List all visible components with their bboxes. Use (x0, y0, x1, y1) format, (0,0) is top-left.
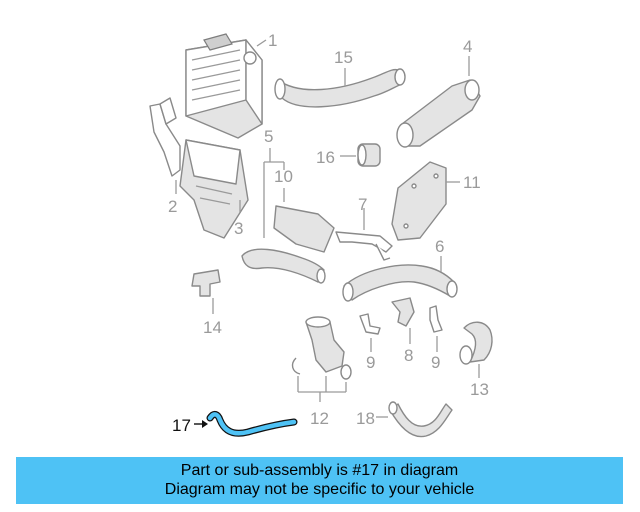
label-17: 17 (172, 416, 191, 435)
label-9-left: 9 (366, 353, 375, 372)
part-7-bracket[interactable] (335, 231, 393, 261)
label-8: 8 (404, 346, 413, 365)
part-1-intercooler[interactable] (185, 33, 263, 139)
label-5: 5 (264, 127, 273, 146)
label-14: 14 (203, 318, 222, 337)
part-9-clip-right[interactable] (429, 305, 443, 333)
label-2: 2 (168, 197, 177, 216)
part-3-airbox[interactable] (179, 139, 249, 239)
part-8-clip[interactable] (391, 297, 415, 327)
label-6: 6 (435, 237, 444, 256)
label-3: 3 (234, 219, 243, 238)
part-16-coupler[interactable] (357, 143, 381, 167)
label-7: 7 (358, 195, 367, 214)
part-14-sensor[interactable] (191, 269, 221, 297)
part-11-heat-shield[interactable] (391, 161, 447, 241)
part-18-hose[interactable] (388, 401, 453, 438)
label-16: 16 (316, 148, 335, 167)
banner-line-1: Part or sub-assembly is #17 in diagram (180, 462, 459, 479)
label-1: 1 (268, 31, 277, 50)
part-6-hose[interactable] (342, 264, 458, 302)
part-17-hose-highlighted[interactable] (206, 410, 298, 437)
label-10: 10 (274, 167, 293, 186)
info-banner: Part or sub-assembly is #17 in diagram D… (16, 457, 623, 504)
part-5-hose[interactable] (241, 248, 326, 284)
label-11: 11 (463, 173, 481, 192)
label-9-right: 9 (431, 353, 440, 372)
part-15-hose[interactable] (274, 68, 406, 108)
part-13-elbow[interactable] (459, 321, 493, 365)
label-4: 4 (463, 37, 472, 56)
label-13: 13 (470, 380, 489, 399)
part-10-shield[interactable] (273, 205, 335, 253)
part-4-intake-tube[interactable] (396, 79, 481, 148)
label-15: 15 (334, 48, 353, 67)
part-9-clip-left[interactable] (359, 313, 381, 335)
banner-line-2: Diagram may not be specific to your vehi… (164, 481, 475, 498)
label-12: 12 (310, 409, 329, 428)
label-18: 18 (356, 409, 375, 428)
part-2-bracket[interactable] (149, 97, 181, 177)
parts-diagram: 1 2 3 15 4 16 11 (149, 31, 493, 438)
part-12-resonator[interactable] (291, 316, 352, 380)
